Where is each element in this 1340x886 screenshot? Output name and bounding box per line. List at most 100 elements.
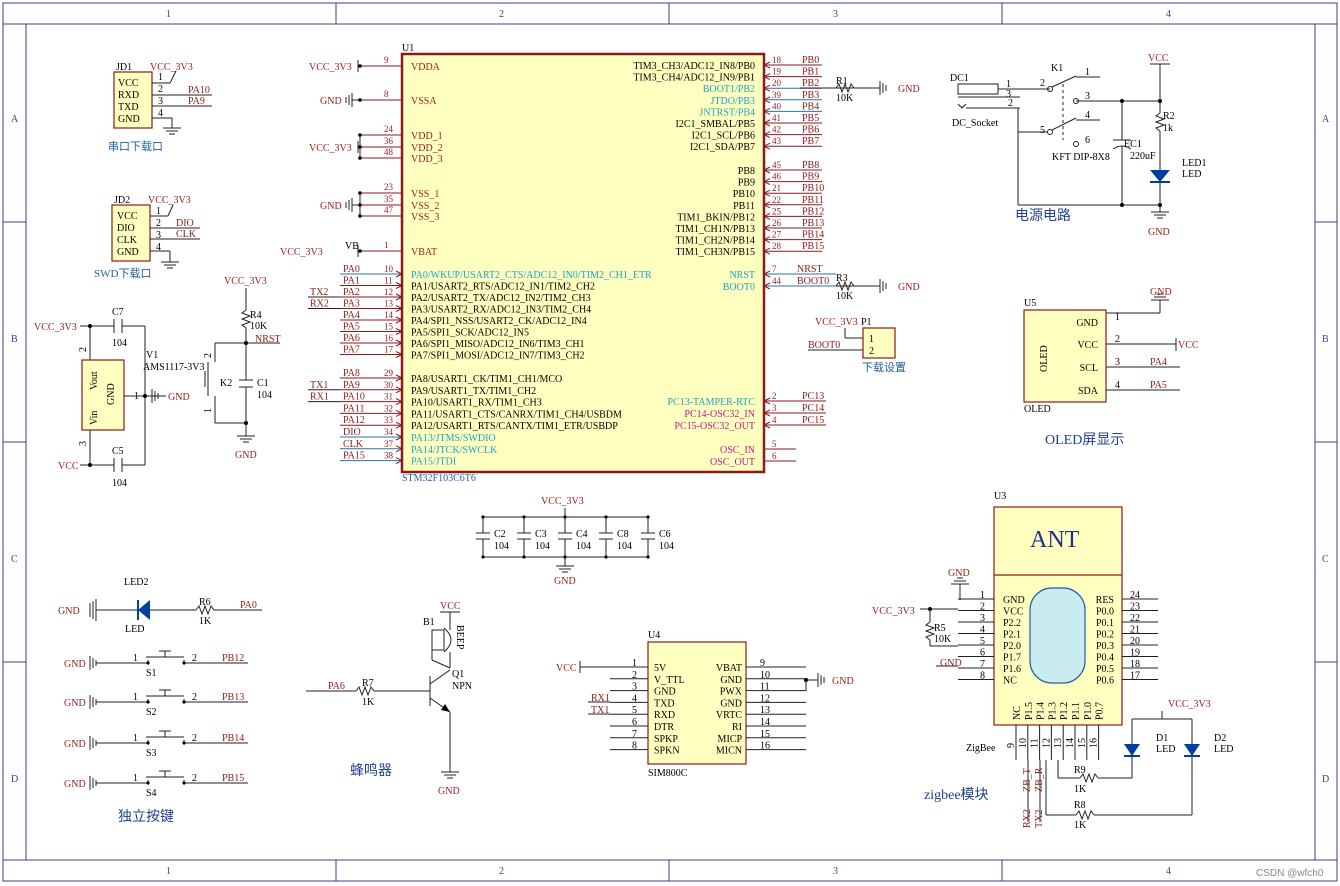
mcu-net-pb13: PB13: [802, 218, 824, 229]
mcu-pin-num-32: 32: [384, 403, 393, 413]
r2-ref: R2: [1163, 111, 1175, 122]
mcu-pin-vssa: VSSA: [411, 96, 437, 107]
mcu-body: [400, 52, 766, 474]
mcu-pin-num-5: 5: [772, 439, 777, 449]
zigbee-pin-num-20: 20: [1130, 636, 1140, 647]
key-pin-a-s2: 1: [133, 692, 138, 703]
zigbee-pin-num-23: 23: [1130, 602, 1140, 613]
mcu-net-pa10: PA10: [343, 392, 365, 403]
zb-r-net: ZB_R: [1034, 767, 1045, 792]
mcu-pin-pb6: I2C1_SCL/PB6: [692, 131, 755, 142]
mcu-pin-pa2: PA2/USART2_TX/ADC12_IN2/TIM2_CH3: [411, 293, 591, 304]
led1-part: LED: [1182, 169, 1201, 180]
mcu-pin-vdd-1: VDD_1: [411, 131, 443, 142]
frame-row-c: C: [11, 554, 18, 565]
sim800-pin-num-7: 7: [632, 729, 637, 740]
key-pin-b-s4: 2: [192, 773, 197, 784]
mcu-pin-pa1: PA1/USART2_RTS/ADC12_IN1/TIM2_CH2: [411, 282, 595, 293]
r4-value: 10K: [250, 321, 268, 332]
sim800-pin-num-5: 5: [632, 705, 637, 716]
sim800-pin-spkp-l6: SPKP: [654, 734, 678, 745]
r7-ref: R7: [362, 678, 374, 689]
mcu-net-pb1: PB1: [802, 67, 819, 78]
led2-pa0-net: PA0: [240, 600, 257, 611]
mcu-pin-vdd-2: VDD_2: [411, 143, 443, 154]
r7-value: 1K: [362, 697, 375, 708]
zb-t-net: ZB_T: [1022, 768, 1033, 792]
jd1-num-4: 4: [158, 108, 163, 119]
mcu-net-pb9: PB9: [802, 172, 819, 183]
mcu-pin-pa4: PA4/SPI1_NSS/USART2_CK/ADC12_IN4: [411, 316, 587, 327]
mcu-pin-num-43: 43: [772, 136, 782, 146]
mcu-pin-num-42: 42: [772, 125, 781, 135]
mcu-pin-pb14: TIM1_CH2N/PB14: [676, 236, 755, 247]
mcu-net-boot0: BOOT0: [797, 276, 829, 287]
dc-pin-3: 3: [1006, 89, 1011, 100]
power-section: DC1 1 3 2 DC_Socket K1 2 1 3 4 5 6 KFT D…: [950, 53, 1206, 238]
p1-num-2: 2: [869, 346, 874, 357]
mcu-pin-num-15: 15: [384, 322, 394, 332]
mcu-pin-vss-3: VSS_3: [411, 212, 439, 223]
mcu-net-nrst: NRST: [797, 264, 823, 275]
frame-row-b: B: [11, 334, 18, 345]
zigbee-pin-gnd: GND: [1003, 595, 1025, 606]
mcu-net-pa0: PA0: [343, 264, 360, 275]
zigbee-pin-num-15: 15: [1077, 738, 1088, 748]
c1-ref: C1: [257, 378, 269, 389]
mcu-part: STM32F103C6T6: [402, 473, 476, 484]
sim800-pin-5v-l0: 5V: [654, 663, 667, 674]
zigbee-pin-p1-1-b: P1.1: [1071, 702, 1082, 720]
c5-value: 104: [112, 478, 127, 489]
mcu-pin-num-40: 40: [772, 101, 782, 111]
key-gnd-s1: GND: [64, 659, 86, 670]
frame-col-1: 1: [166, 9, 171, 20]
zigbee-pin-num-4: 4: [980, 625, 985, 636]
zigbee-pin-num-1: 1: [980, 590, 985, 601]
mcu-pin-pb8: PB8: [738, 166, 755, 177]
mcu-net-pb11: PB11: [802, 195, 824, 206]
key-ref-s2: S2: [146, 707, 157, 718]
frame-row-d: D: [11, 774, 18, 785]
sim800-pin-micn-r7: MICN: [716, 746, 742, 757]
r5-ref: R5: [934, 623, 946, 634]
zigbee-pin-num-2: 2: [980, 602, 985, 613]
mcu-net-pb5: PB5: [802, 113, 819, 124]
jd1-num-2: 2: [158, 84, 163, 95]
mcu-pin-num-25: 25: [772, 206, 782, 216]
mcu-pin-pb9: PB9: [738, 178, 755, 189]
oled-pin-vcc: VCC: [1077, 340, 1098, 351]
mcu-net-pc15: PC15: [802, 415, 824, 426]
jd2-num-3: 3: [156, 230, 161, 241]
p1-num-1: 1: [869, 334, 874, 345]
r1-value: 10K: [836, 93, 854, 104]
mcu-net-pa1: PA1: [343, 276, 360, 287]
mcu-pin-dio: PA13/JTMS/SWDIO: [411, 433, 496, 444]
oled-net-pa4: PA4: [1150, 357, 1167, 368]
keys-caption: 独立按键: [118, 809, 174, 825]
dc-pin-1: 1: [1006, 79, 1011, 90]
key-pin-b-s2: 2: [192, 692, 197, 703]
r1-gnd: GND: [898, 84, 920, 95]
sim800-pin-num-15: 15: [760, 729, 770, 740]
zigbee-pin-nc: NC: [1003, 676, 1017, 687]
decoup-cap-c2: C2: [494, 529, 506, 540]
q1-part: NPN: [452, 681, 472, 692]
mcu-net-pa2: PA2: [343, 287, 360, 298]
decoup-cap-value-c8: 104: [617, 541, 632, 552]
oled-body: [1023, 309, 1107, 403]
zigbee-ant: ANT: [1030, 527, 1080, 553]
mcu-pin-num-38: 38: [384, 451, 394, 461]
mcu-pin-pc15: PC15-OSC32_OUT: [674, 421, 755, 432]
mcu-net-pb2: PB2: [802, 78, 819, 89]
sim800-pin-pwx-r2: PWX: [720, 687, 743, 698]
mcu-pin-pa12: PA12/USART1_RTS/CANTX/TIM1_ETR/USBDP: [411, 421, 618, 432]
mcu-pin-num-46: 46: [772, 172, 782, 182]
sim800-pin-ri-r5: RI: [732, 722, 742, 733]
sim800-part: SIM800C: [648, 768, 688, 779]
c7-ref: C7: [112, 307, 124, 318]
r8-value: 1K: [1074, 820, 1087, 831]
jd1-num-1: 1: [158, 72, 163, 83]
zigbee-pin-num-3: 3: [980, 613, 985, 624]
